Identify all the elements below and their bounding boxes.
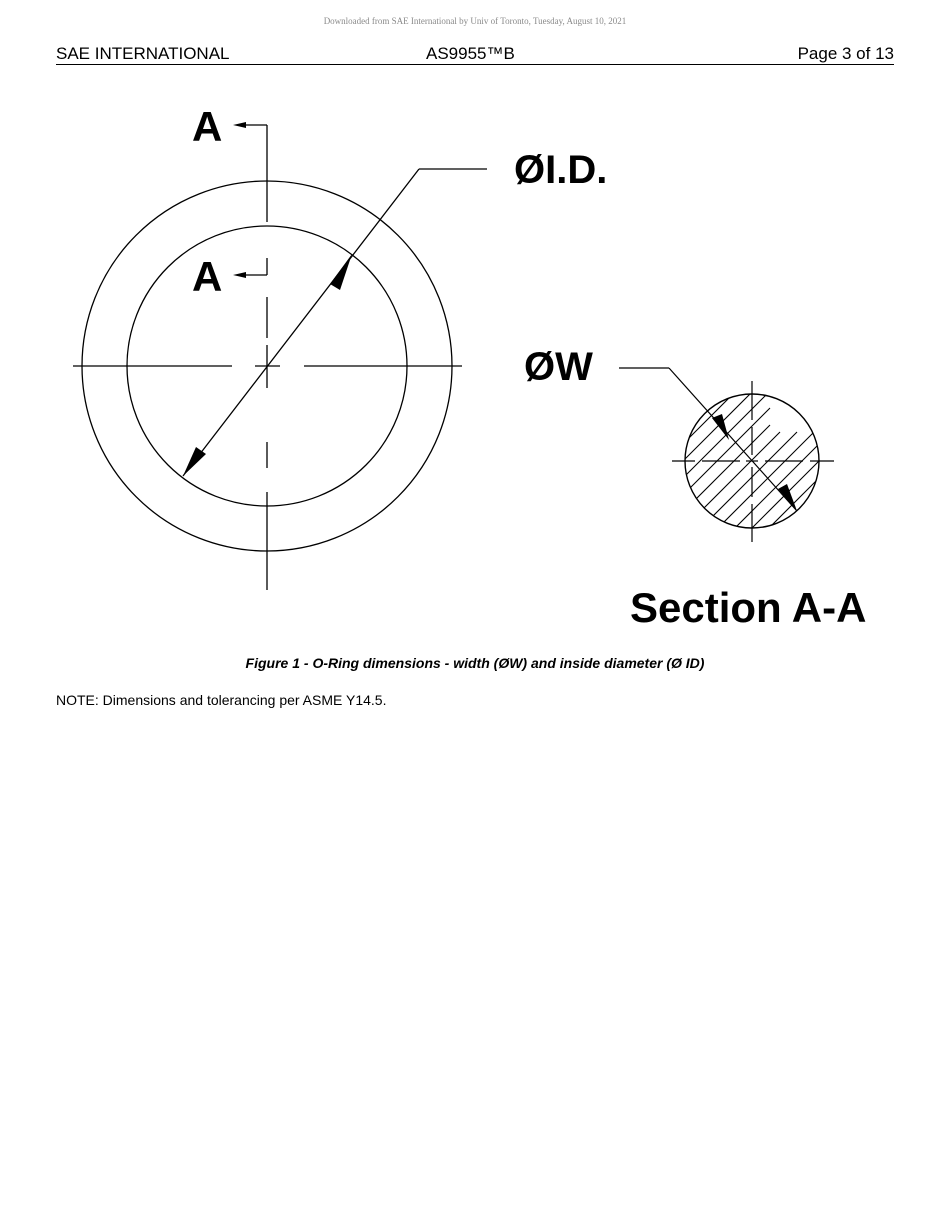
download-watermark: Downloaded from SAE International by Uni…	[323, 16, 627, 26]
o-ring-drawing: A A ØI.D. ØW	[73, 103, 866, 631]
page-number: Page 3 of 13	[797, 44, 894, 63]
cross-section-view	[619, 367, 834, 542]
publisher-name: SAE INTERNATIONAL	[56, 44, 230, 63]
id-dimension-leader	[182, 168, 487, 477]
section-label-top: A	[192, 103, 222, 150]
document-number: AS9955™B	[426, 44, 515, 63]
figure-caption: Figure 1 - O-Ring dimensions - width (ØW…	[245, 655, 705, 671]
dimension-note: NOTE: Dimensions and tolerancing per ASM…	[56, 692, 387, 708]
section-label-bottom: A	[192, 253, 222, 300]
width-label: ØW	[524, 345, 593, 389]
section-title: Section A-A	[630, 584, 866, 631]
section-arrows	[233, 122, 246, 278]
inside-diameter-label: ØI.D.	[514, 148, 607, 192]
ring-front-view	[73, 124, 462, 590]
page-header: SAE INTERNATIONAL AS9955™B Page 3 of 13	[56, 44, 894, 65]
